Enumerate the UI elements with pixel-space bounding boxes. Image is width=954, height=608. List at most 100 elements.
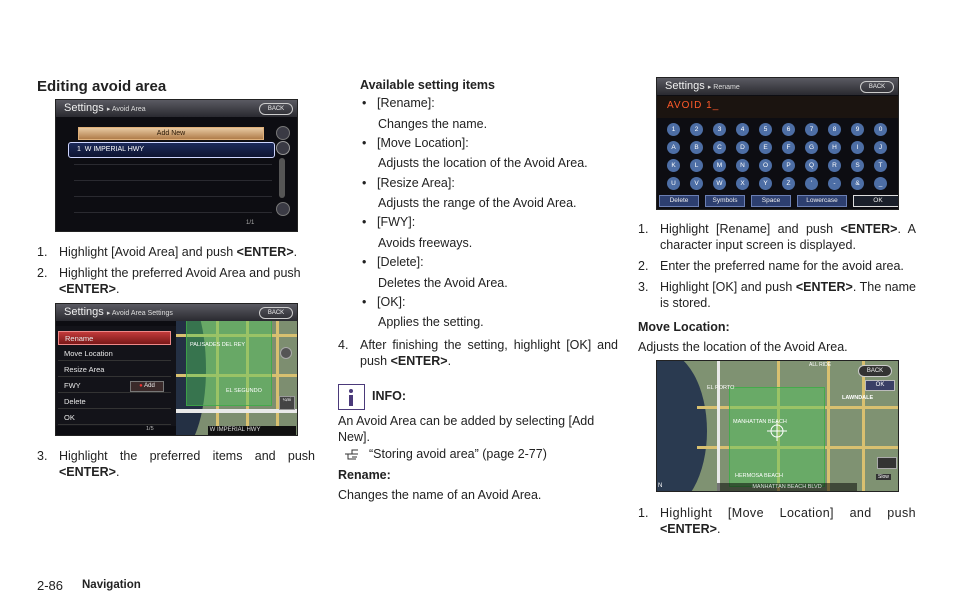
map-label: HERMOSA BEACH: [735, 473, 783, 479]
back-button[interactable]: BACK: [259, 103, 293, 115]
key-1-8[interactable]: I: [851, 141, 864, 154]
map-label: MANHATTAN BEACH: [733, 419, 787, 425]
rename-text: Changes the name of an Avoid Area.: [338, 488, 542, 502]
scroll-up-page-icon[interactable]: [276, 141, 290, 155]
key-0-6[interactable]: 7: [805, 123, 818, 136]
map-label: EL SEGUNDO: [226, 388, 262, 394]
key-2-1[interactable]: L: [690, 159, 703, 172]
key-1-5[interactable]: F: [782, 141, 795, 154]
back-button[interactable]: BACK: [860, 81, 894, 93]
zoom-icon[interactable]: [280, 347, 292, 359]
menu-item-move-location[interactable]: Move Location: [58, 347, 171, 361]
avoid-area-settings-screenshot: PALISADES DEL REY EL SEGUNDO ¼mi Setting…: [55, 303, 298, 436]
footer-section: Navigation: [82, 579, 141, 591]
key-0-3[interactable]: 4: [736, 123, 749, 136]
key-2-8[interactable]: S: [851, 159, 864, 172]
key-1-9[interactable]: J: [874, 141, 887, 154]
key-3-4[interactable]: Y: [759, 177, 772, 190]
key-1-1[interactable]: B: [690, 141, 703, 154]
available-items-title: Available setting items: [360, 78, 495, 92]
key-3-5[interactable]: Z: [782, 177, 795, 190]
key-1-3[interactable]: D: [736, 141, 749, 154]
scrollbar[interactable]: [279, 158, 285, 198]
key-0-9[interactable]: 0: [874, 123, 887, 136]
screen-title: Settings ▸ Rename: [665, 80, 740, 92]
page-indicator: 1/5: [146, 426, 154, 432]
key-0-5[interactable]: 6: [782, 123, 795, 136]
bullet-dot: •: [362, 176, 367, 190]
add-new-button[interactable]: Add New: [78, 127, 264, 140]
key-0-8[interactable]: 9: [851, 123, 864, 136]
ok-button[interactable]: OK: [865, 380, 895, 391]
softkey-lowercase[interactable]: Lowercase: [797, 195, 847, 207]
key-3-8[interactable]: &: [851, 177, 864, 190]
item-label: [Move Location]:: [377, 136, 469, 150]
divider: [74, 164, 272, 165]
key-2-7[interactable]: R: [828, 159, 841, 172]
key-0-1[interactable]: 2: [690, 123, 703, 136]
key-0-2[interactable]: 3: [713, 123, 726, 136]
avoid-area-region: [186, 318, 272, 406]
avoid-area-item[interactable]: 1 W IMPERIAL HWY: [68, 142, 275, 158]
bullet-dot: •: [362, 295, 367, 309]
zoom-scale: ¼mi: [279, 396, 295, 410]
fwy-add-toggle[interactable]: ● Add: [130, 381, 164, 392]
divider: [74, 212, 272, 213]
key-2-3[interactable]: N: [736, 159, 749, 172]
key-1-4[interactable]: E: [759, 141, 772, 154]
key-0-4[interactable]: 5: [759, 123, 772, 136]
map-label: EL PORTO: [707, 385, 735, 391]
move-location-screenshot: EL PORTO LAWNDALE MANHATTAN BEACH HERMOS…: [656, 360, 899, 492]
softkey-delete[interactable]: Delete: [659, 195, 699, 207]
item-description: Avoids freeways.: [378, 236, 473, 250]
street-name-bar: MANHATTAN BEACH BLVD: [717, 483, 857, 491]
key-1-6[interactable]: G: [805, 141, 818, 154]
key-2-0[interactable]: K: [667, 159, 680, 172]
rename-title: Rename:: [338, 468, 391, 482]
scroll-up-icon[interactable]: [276, 126, 290, 140]
menu-item-fwy[interactable]: FWY ● Add: [58, 379, 171, 393]
map-label: PALISADES DEL REY: [190, 342, 246, 348]
divider: [74, 180, 272, 181]
compass-icon: N: [658, 483, 663, 489]
map-label: LAWNDALE: [842, 395, 874, 401]
key-3-1[interactable]: V: [690, 177, 703, 190]
scroll-down-icon[interactable]: [276, 202, 290, 216]
key-2-4[interactable]: O: [759, 159, 772, 172]
bullet-dot: •: [362, 96, 367, 110]
bullet-dot: •: [362, 215, 367, 229]
key-3-2[interactable]: W: [713, 177, 726, 190]
key-2-6[interactable]: Q: [805, 159, 818, 172]
key-1-2[interactable]: C: [713, 141, 726, 154]
input-value: AVOID 1_: [667, 100, 720, 111]
input-field[interactable]: AVOID 1_: [657, 96, 898, 118]
key-2-5[interactable]: P: [782, 159, 795, 172]
softkey-space[interactable]: Space: [751, 195, 791, 207]
key-3-9[interactable]: _: [874, 177, 887, 190]
crosshair-icon: [767, 421, 787, 441]
map-view-icon[interactable]: [877, 457, 897, 469]
menu-item-resize-area[interactable]: Resize Area: [58, 363, 171, 377]
key-2-9[interactable]: T: [874, 159, 887, 172]
menu-item-rename[interactable]: Rename: [58, 331, 171, 345]
info-reference[interactable]: “Storing avoid area” (page 2-77): [369, 447, 547, 461]
back-button[interactable]: BACK: [858, 365, 892, 377]
key-3-3[interactable]: X: [736, 177, 749, 190]
key-0-0[interactable]: 1: [667, 123, 680, 136]
key-3-7[interactable]: -: [828, 177, 841, 190]
key-1-7[interactable]: H: [828, 141, 841, 154]
softkey-ok[interactable]: OK: [853, 195, 898, 207]
key-0-7[interactable]: 8: [828, 123, 841, 136]
key-1-0[interactable]: A: [667, 141, 680, 154]
item-label: [Delete]:: [377, 255, 424, 269]
key-2-2[interactable]: M: [713, 159, 726, 172]
menu-item-delete[interactable]: Delete: [58, 395, 171, 409]
key-3-0[interactable]: U: [667, 177, 680, 190]
screen-title: Settings ▸ Avoid Area Settings: [64, 306, 173, 318]
key-3-6[interactable]: ': [805, 177, 818, 190]
menu-item-ok[interactable]: OK: [58, 411, 171, 425]
back-button[interactable]: BACK: [259, 307, 293, 319]
map-label: ALL RIDE: [809, 362, 832, 368]
softkey-symbols[interactable]: Symbols: [705, 195, 745, 207]
